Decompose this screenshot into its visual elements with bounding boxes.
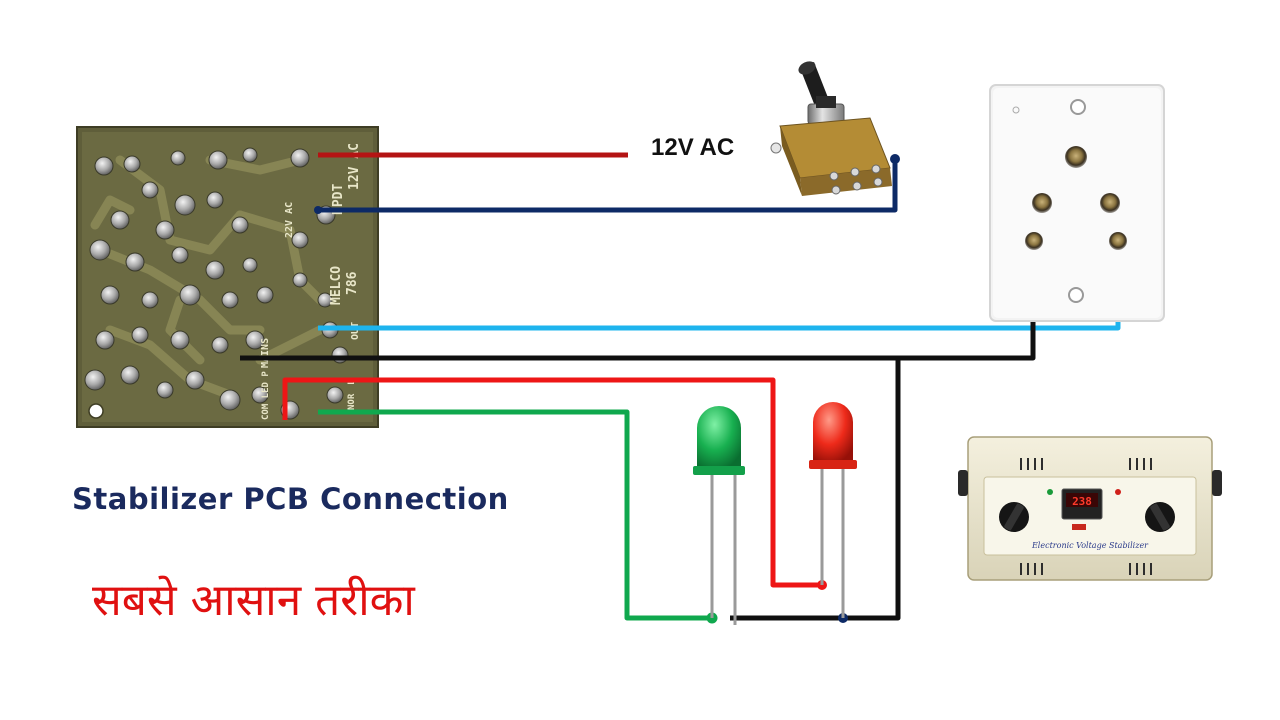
socket-pin-right — [1100, 193, 1120, 213]
screw-hole-bottom — [1068, 287, 1084, 303]
pcb-marking-nor: NOR — [347, 393, 357, 410]
junction-pcb-navy — [314, 206, 322, 214]
stabilizer-display-reading: 238 — [1072, 495, 1092, 508]
socket-earth-pin — [1065, 146, 1087, 168]
toggle-switch — [770, 61, 892, 196]
pcb-marking-786: 786 — [345, 271, 360, 295]
voltage-stabilizer: 238 Electronic Voltage Stabilizer — [958, 436, 1222, 581]
led-red — [809, 402, 857, 618]
junction-switch — [890, 154, 900, 164]
wire-led-green — [318, 409, 712, 621]
pcb-marking-mains: MAINS — [260, 338, 271, 368]
pcb-marking-out: OUT — [350, 322, 361, 340]
pcb-marking-22v-ac: 22V AC — [284, 202, 295, 238]
socket-terminal-right — [1109, 232, 1127, 250]
pcb-marking-dpdt: DPDT — [331, 184, 346, 215]
diagram-title: Stabilizer PCB Connection — [72, 482, 509, 516]
wall-socket — [989, 84, 1165, 322]
socket-terminal-left — [1025, 232, 1043, 250]
stabilizer-pcb: MELCO 786 DPDT 12V AC 22V AC MAINS COM L… — [76, 126, 379, 428]
pcb-marking-melco: MELCO — [329, 266, 344, 305]
supply-voltage-label: 12V AC — [651, 134, 735, 161]
led-green — [693, 406, 745, 625]
screw-hole-top — [1070, 99, 1086, 115]
pcb-marking-12v-ac: 12V AC — [347, 143, 362, 190]
wire-switch-navy — [318, 160, 898, 213]
socket-pin-left — [1032, 193, 1052, 213]
hindi-tagline: सबसे आसान तरीका — [92, 575, 415, 626]
pcb-marking-com-led: COM LED P — [261, 371, 271, 420]
wire-led-red — [282, 377, 822, 588]
stabilizer-panel-label: Electronic Voltage Stabilizer — [1031, 541, 1149, 550]
